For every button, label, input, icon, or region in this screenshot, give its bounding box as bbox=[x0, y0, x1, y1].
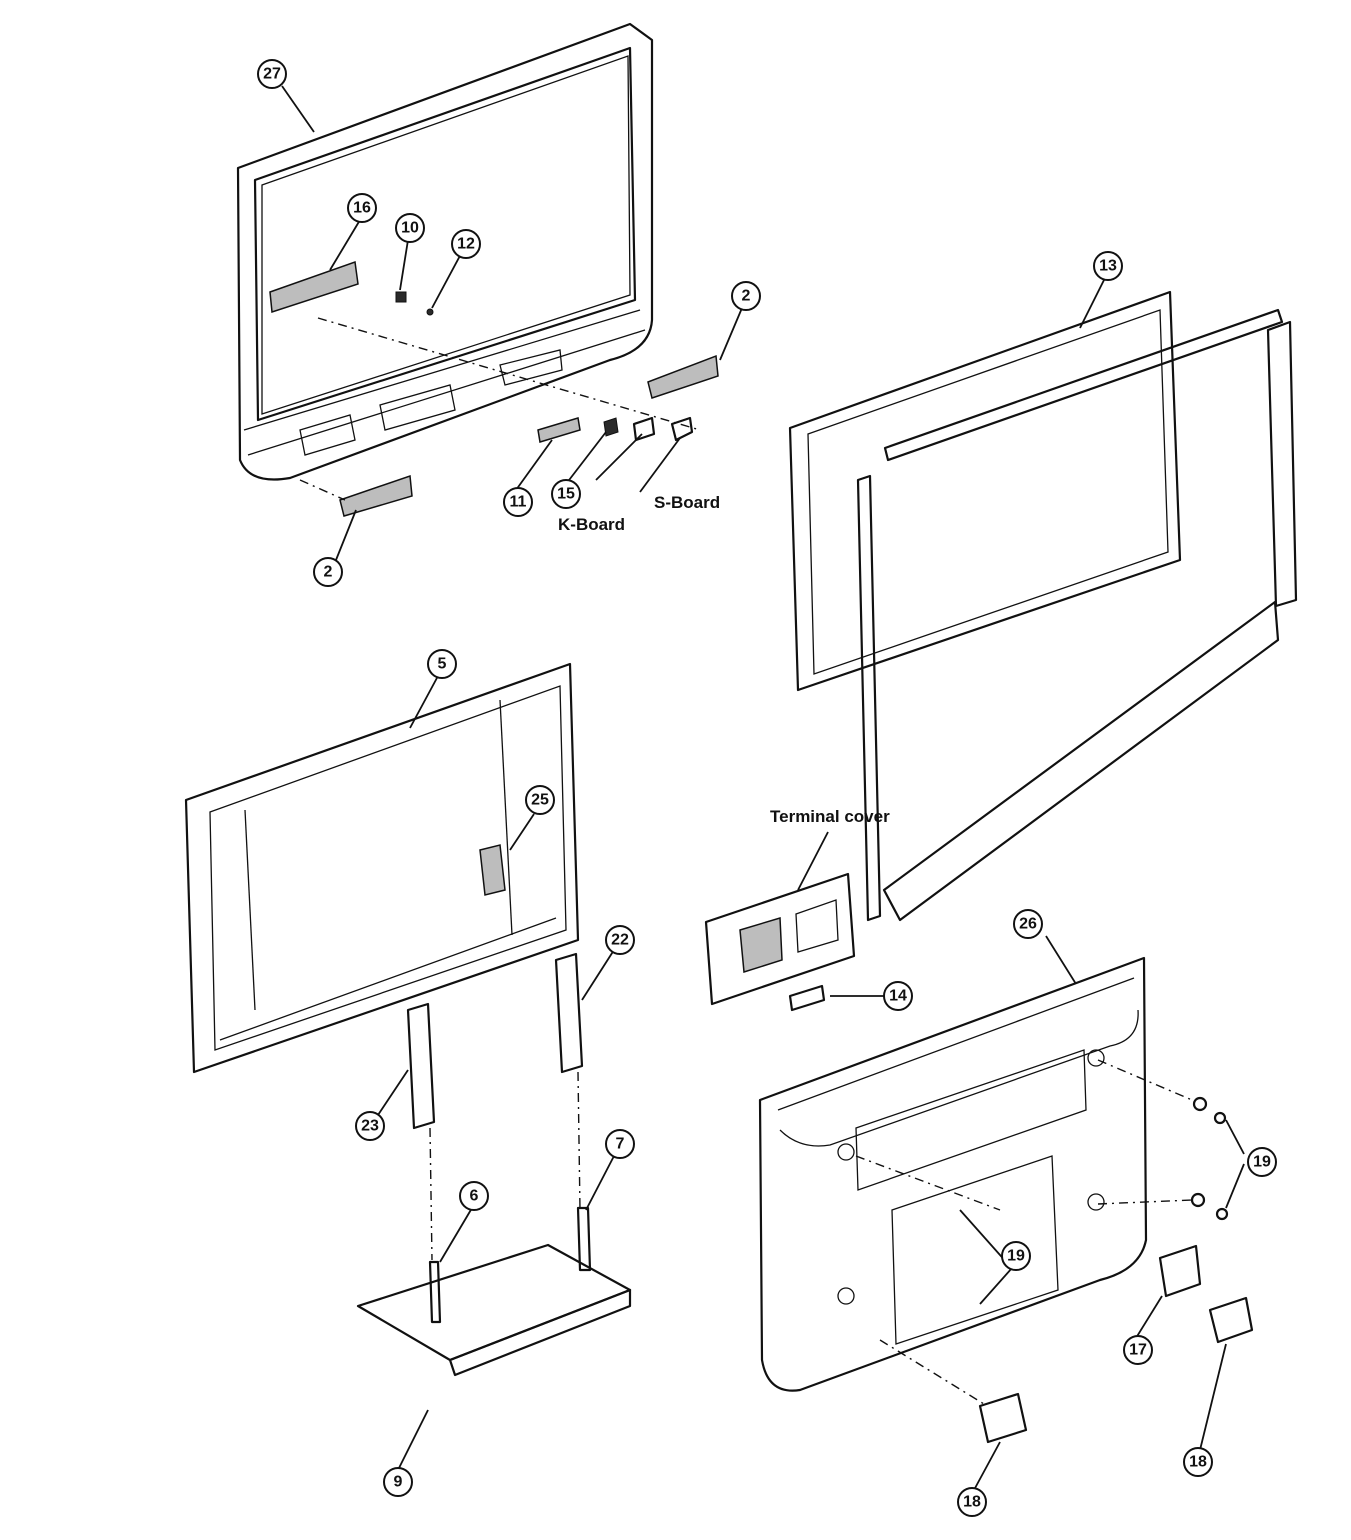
terminal-cover-label: Terminal cover bbox=[770, 807, 890, 826]
k-board-label: K-Board bbox=[558, 515, 625, 534]
callout-number: 19 bbox=[1007, 1248, 1025, 1265]
bracket-17-part bbox=[1158, 1244, 1202, 1298]
chassis-frame-part bbox=[184, 662, 580, 1074]
stand-base-part bbox=[356, 1206, 632, 1377]
callout: 23 bbox=[355, 1111, 385, 1141]
callout: 12 bbox=[451, 229, 481, 259]
callout-number: 17 bbox=[1129, 1342, 1147, 1359]
callout-number: 22 bbox=[611, 932, 629, 949]
screw-19a-part bbox=[1192, 1096, 1227, 1125]
rear-cover-part bbox=[758, 956, 1148, 1392]
leader-lines bbox=[281, 85, 1245, 1491]
callout-number: 27 bbox=[263, 66, 281, 83]
callout: 5 bbox=[427, 649, 457, 679]
callout-number: 11 bbox=[510, 494, 527, 511]
callout-number: 26 bbox=[1019, 916, 1037, 933]
callout-number: 13 bbox=[1099, 258, 1117, 275]
callout-number: 16 bbox=[353, 200, 371, 217]
callout: 2 bbox=[731, 281, 761, 311]
callout-number: 9 bbox=[394, 1474, 403, 1491]
callout-number: 15 bbox=[557, 486, 575, 503]
front-bezel-part bbox=[236, 22, 654, 481]
callout: 26 bbox=[1013, 909, 1043, 939]
callout-number: 10 bbox=[401, 220, 419, 237]
board-11-part bbox=[537, 417, 581, 443]
callout: 18 bbox=[957, 1487, 987, 1517]
s-board-part bbox=[670, 416, 694, 442]
callout-number: 6 bbox=[470, 1188, 479, 1205]
bracket-18-right-part bbox=[1208, 1296, 1254, 1344]
callout: 17 bbox=[1123, 1335, 1153, 1365]
stand-bracket-23-part bbox=[406, 1002, 436, 1130]
callout: 22 bbox=[605, 925, 635, 955]
callout: 13 bbox=[1093, 251, 1123, 281]
callout-number: 7 bbox=[616, 1136, 625, 1153]
callout-number: 5 bbox=[438, 656, 447, 673]
callout: 6 bbox=[459, 1181, 489, 1211]
stand-bracket-22-part bbox=[554, 952, 584, 1074]
callout: 18 bbox=[1183, 1447, 1213, 1477]
callout: 19 bbox=[1247, 1147, 1277, 1177]
callout: 27 bbox=[257, 59, 287, 89]
screw-19b-part bbox=[1190, 1192, 1229, 1221]
display-panel-part bbox=[788, 290, 1298, 922]
terminal-cap-14-part bbox=[788, 984, 826, 1012]
callout-number: 2 bbox=[742, 288, 751, 305]
callout-number: 18 bbox=[1189, 1454, 1207, 1471]
callout: 9 bbox=[383, 1467, 413, 1497]
callout: 19 bbox=[1001, 1241, 1031, 1271]
callout: 16 bbox=[347, 193, 377, 223]
k-board-part bbox=[632, 416, 656, 442]
callout: 25 bbox=[525, 785, 555, 815]
callout: 7 bbox=[605, 1129, 635, 1159]
board-15-part bbox=[603, 417, 619, 437]
s-board-label: S-Board bbox=[654, 493, 720, 512]
callout-number: 14 bbox=[889, 988, 907, 1005]
callout-number: 12 bbox=[457, 236, 475, 253]
bracket-18-bottom-part bbox=[978, 1392, 1028, 1444]
callout: 10 bbox=[395, 213, 425, 243]
callout: 11 bbox=[503, 487, 533, 517]
callout-number: 2 bbox=[324, 564, 333, 581]
callout-number: 18 bbox=[963, 1494, 981, 1511]
callout: 14 bbox=[883, 981, 913, 1011]
speaker-left-part bbox=[339, 474, 413, 517]
callout: 15 bbox=[551, 479, 581, 509]
callout-number: 19 bbox=[1253, 1154, 1271, 1171]
terminal-cover-part bbox=[704, 872, 856, 1006]
speaker-right-part bbox=[647, 354, 719, 399]
callout: 2 bbox=[313, 557, 343, 587]
callout-number: 25 bbox=[531, 792, 549, 809]
callout-number: 23 bbox=[361, 1118, 379, 1135]
